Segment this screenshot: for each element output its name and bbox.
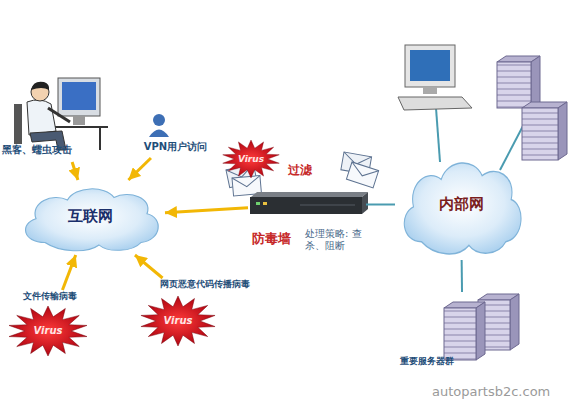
node-label: 重要服务器群 (400, 356, 500, 366)
server-group-node: 重要服务器群 (400, 292, 525, 376)
node-label: 互联网 (15, 208, 165, 225)
network-wire (436, 108, 440, 162)
firewall-appliance (250, 192, 368, 214)
burst-shape (9, 306, 87, 356)
filter-label: 过滤 (288, 163, 328, 177)
attacker-node: 黑客、蠕虫攻击 (0, 62, 112, 162)
node-label: 文件传输病毒 (2, 291, 97, 301)
server-rack (444, 294, 519, 360)
threat-arrow (165, 208, 248, 213)
pc-icon (398, 45, 472, 110)
threat-arrow (72, 162, 78, 180)
node-label: 黑客、蠕虫攻击 (2, 144, 110, 156)
node-label: 内部网 (395, 196, 527, 213)
node-sublabel: Virus (140, 315, 216, 327)
network-link (366, 203, 395, 205)
virus-burst: 网页恶意代码传播病毒 Virus (132, 278, 277, 348)
virus-burst: 文件传输病毒 Virus (2, 290, 97, 358)
network-link (461, 260, 463, 292)
watermark: autopartsb2c.com (432, 384, 577, 400)
intranet-cloud: 内部网 (395, 150, 527, 260)
node-label: 网页恶意代码传播病毒 (132, 279, 277, 289)
node-label: Virus (222, 154, 280, 164)
threat-arrow (62, 255, 75, 290)
firewall-node: 防毒墙 (248, 192, 366, 216)
node-label: VPN用户访问 (128, 141, 223, 153)
network-wire (500, 124, 524, 170)
user-icon (149, 114, 169, 137)
hacker-illustration (14, 78, 108, 150)
threat-arrow (135, 255, 163, 278)
virus-burst: Virus (222, 140, 280, 178)
threat-arrow (128, 158, 151, 180)
vpn-user-node: VPN用户访问 (128, 110, 223, 158)
node-label: 防毒墙 (252, 232, 322, 247)
policy-note: 处理策略: 查杀、阻断 (305, 228, 369, 252)
burst-shape (223, 140, 280, 178)
server-rack (497, 56, 567, 160)
node-sublabel: Virus (8, 325, 88, 337)
burst-shape (141, 296, 215, 346)
internet-cloud: 互联网 (15, 180, 165, 255)
